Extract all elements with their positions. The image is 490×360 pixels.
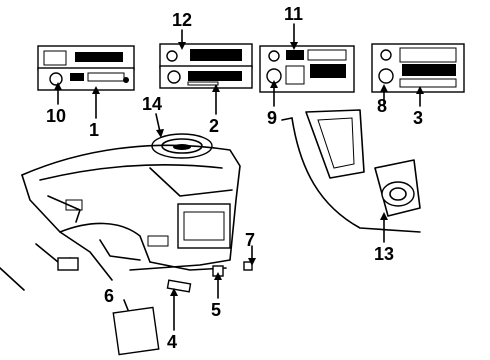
callout-12: 12 [172,10,192,30]
callout-6: 6 [104,286,114,306]
callout-13: 13 [374,244,394,264]
callout-14: 14 [142,94,162,114]
radio-unit-1 [37,45,135,91]
door-panel [281,109,421,233]
small-components [112,261,253,356]
callout-4: 4 [167,332,177,352]
callout-5: 5 [211,300,221,320]
callout-2: 2 [209,116,219,136]
instrument-panel [0,144,241,291]
callout-1: 1 [89,120,99,140]
callout-3: 3 [413,108,423,128]
callout-8: 8 [377,96,387,116]
radio-unit-4 [371,43,465,93]
callout-9: 9 [267,108,277,128]
callout-11: 11 [284,4,303,24]
callout-7: 7 [245,230,255,250]
radio-unit-2 [159,43,253,89]
callout-10: 10 [46,106,66,126]
leader-lines [54,23,424,331]
